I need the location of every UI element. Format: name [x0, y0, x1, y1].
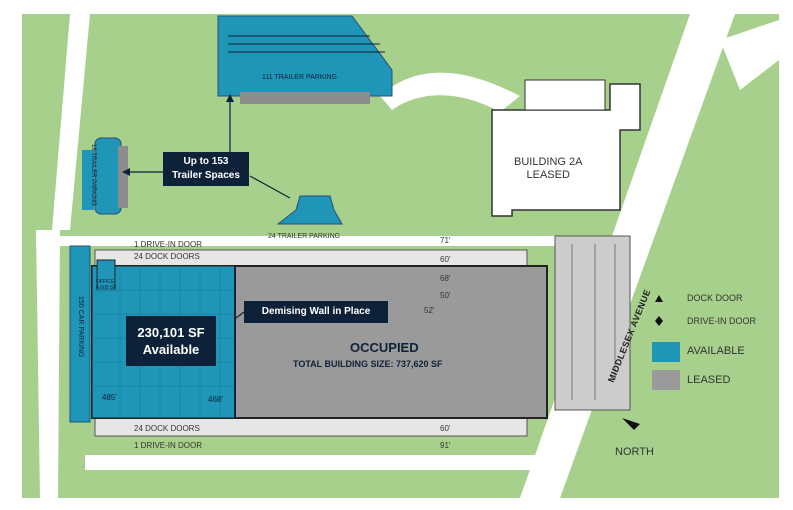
dimension-71: 71': [440, 236, 451, 245]
drive-in-door-icon: [655, 316, 663, 326]
right-car-parking-lot: [554, 235, 631, 411]
south-dock-doors-label: 24 DOCK DOORS: [134, 424, 200, 433]
car-parking-label: 150 CAR PARKING: [77, 296, 84, 358]
demising-wall-callout: Demising Wall in Place: [244, 301, 388, 323]
dimension-485: 485': [102, 393, 117, 402]
office-label: OFFICE 4,600 SF: [96, 279, 117, 291]
dimension-68: 68': [440, 274, 451, 283]
building-2a: [491, 83, 641, 217]
building-2a-label: BUILDING 2A LEASED: [514, 156, 583, 181]
dimension-60-top: 60': [440, 255, 451, 264]
trailer-spaces-callout: Up to 153 Trailer Spaces: [163, 152, 249, 186]
legend-leased: LEASED: [687, 374, 731, 386]
north-arrow-icon: [622, 418, 640, 430]
left-trailer-parking-lot: [82, 137, 128, 215]
south-drive-in-door-label: 1 DRIVE-IN DOOR: [134, 441, 203, 450]
available-sf-callout: 230,101 SF Available: [126, 316, 216, 366]
dock-door-icon: [655, 295, 663, 302]
available-swatch: [652, 342, 680, 362]
dimension-468: 468': [208, 395, 223, 404]
legend-drive-in-door: DRIVE-IN DOOR: [687, 316, 757, 326]
total-building-size-label: TOTAL BUILDING SIZE: 737,620 SF: [293, 359, 443, 369]
occupied-label: OCCUPIED: [350, 340, 419, 355]
dimension-52: 52': [424, 306, 435, 315]
top-trailer-parking-label: 111 TRAILER PARKING: [262, 74, 337, 81]
leased-swatch: [652, 370, 680, 390]
dimension-50: 50': [440, 291, 451, 300]
top-trailer-parking-lot: [217, 15, 393, 104]
mid-trailer-parking-label: 24 TRAILER PARKING: [268, 233, 341, 240]
callout-arrows: [128, 100, 291, 319]
north-drive-in-door-label: 1 DRIVE-IN DOOR: [134, 240, 203, 249]
legend-available: AVAILABLE: [687, 345, 745, 357]
north-dock-doors-label: 24 DOCK DOORS: [134, 252, 200, 261]
north-label: NORTH: [615, 446, 654, 458]
mid-trailer-parking-lot: [276, 195, 343, 225]
dimension-91: 91': [440, 441, 451, 450]
left-car-parking-strip: [69, 245, 91, 423]
legend-dock-door: DOCK DOOR: [687, 293, 743, 303]
dimension-60-bottom: 60': [440, 424, 451, 433]
left-trailer-parking-label: 18 TRAILER PARKING: [90, 144, 96, 206]
